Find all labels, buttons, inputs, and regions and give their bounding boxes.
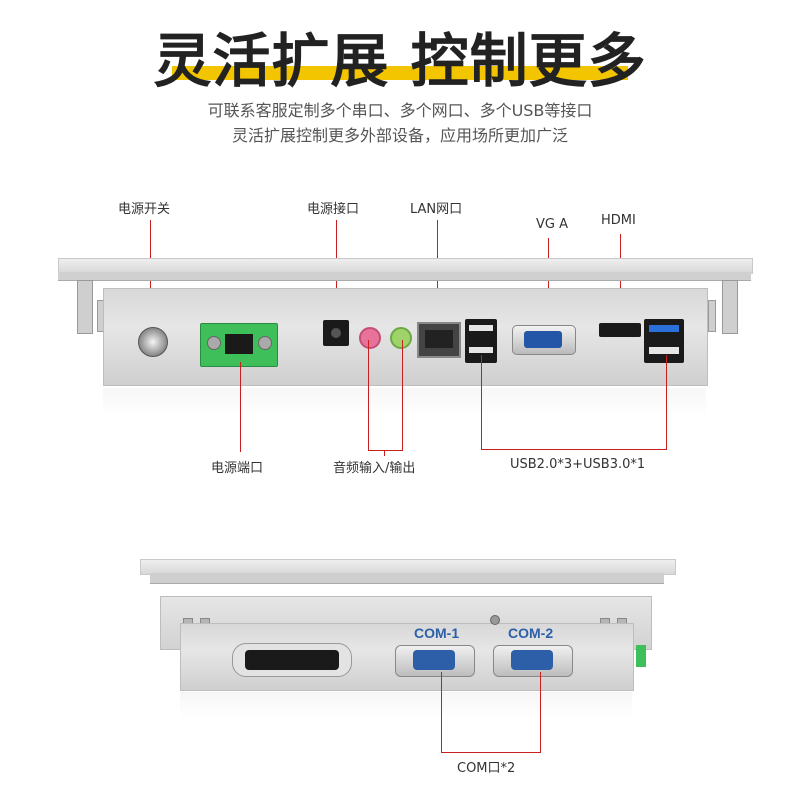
label-com: COM口*2 [457, 761, 516, 776]
vga-socket [524, 331, 562, 348]
top-device-bezel-edge [58, 272, 751, 281]
side-terminal [636, 645, 646, 667]
audio-in-jack [359, 327, 381, 349]
bottom-panel-reflection [180, 692, 632, 718]
title-highlight [172, 66, 628, 80]
callout-usb-bracket [481, 355, 667, 450]
page-title: 灵活扩展 控制更多 [153, 27, 647, 95]
label-com1: COM-1 [414, 625, 460, 641]
callout-com-bracket [441, 672, 541, 753]
dc-power-jack [323, 320, 349, 346]
screw-icon [490, 615, 500, 625]
com1-port [395, 645, 475, 677]
label-audio: 音频输入/输出 [333, 461, 416, 476]
top-panel-reflection [103, 388, 706, 418]
label-usb: USB2.0*3+USB3.0*1 [510, 457, 646, 472]
com2-socket [511, 650, 553, 670]
com1-socket [413, 650, 455, 670]
usb-slot [469, 325, 493, 331]
usb3-usb2-stack [644, 319, 684, 363]
terminal-socket [225, 334, 253, 354]
screw-icon [258, 336, 272, 350]
label-power-terminal: 电源端口 [211, 461, 264, 476]
label-power-switch: 电源开关 [118, 202, 171, 217]
label-vga: VG A [536, 217, 568, 232]
power-terminal-block [200, 323, 278, 367]
mount-clip-right-inner [708, 300, 716, 332]
label-power-jack: 电源接口 [307, 202, 360, 217]
callout-audio-bracket [368, 340, 403, 451]
mount-clip-right [722, 280, 738, 334]
callout-power-terminal [240, 362, 241, 452]
vga-port [512, 325, 576, 355]
label-com2: COM-2 [508, 625, 554, 641]
hdmi-port [599, 323, 641, 337]
jack-pin [331, 328, 341, 338]
power-button[interactable] [138, 327, 168, 357]
audio-out-jack [390, 327, 412, 349]
expansion-slot-frame [232, 643, 352, 677]
screw-icon [207, 336, 221, 350]
callout-vga [548, 238, 549, 328]
mount-clip-left [77, 280, 93, 334]
expansion-slot [245, 650, 339, 670]
usb-slot [469, 347, 493, 353]
callout-audio-stem [384, 450, 385, 456]
subtitle-line-1: 可联系客服定制多个串口、多个网口、多个USB等接口 [207, 101, 593, 120]
lan-port [417, 322, 461, 358]
com2-port [493, 645, 573, 677]
subtitle-line-2: 灵活扩展控制更多外部设备，应用场所更加广泛 [231, 126, 568, 145]
bottom-device-bezel-edge [150, 573, 664, 584]
lan-socket [425, 330, 453, 348]
usb-slot [649, 347, 679, 354]
usb3-slot [649, 325, 679, 332]
label-lan: LAN网口 [410, 202, 463, 217]
label-hdmi: HDMI [601, 213, 636, 228]
